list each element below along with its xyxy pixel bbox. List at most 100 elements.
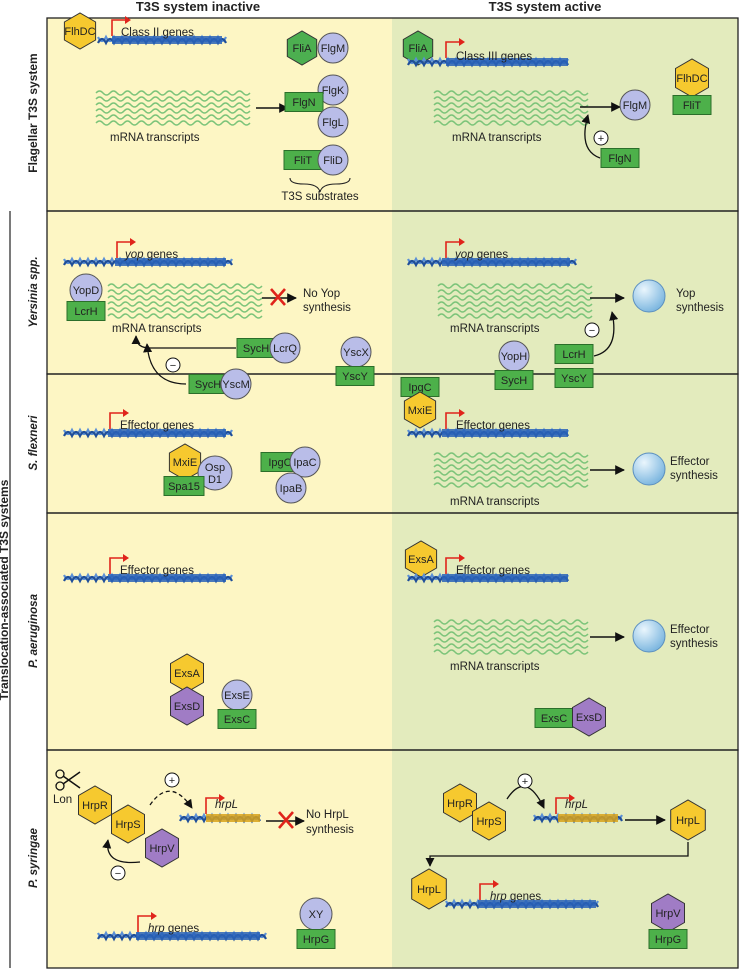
yop-genes-active-italic: yop <box>454 249 474 261</box>
spa15-protein: Spa15 <box>168 481 200 493</box>
mxie-active-protein: MxiE <box>408 405 432 417</box>
pa-synthesis-line2: synthesis <box>670 638 718 650</box>
header-active: T3S system active <box>489 0 602 14</box>
hrpg-active-protein: HrpG <box>655 934 681 946</box>
yop-dna-inactive <box>63 256 233 268</box>
side-label-translocation: Translocation-associated T3S systems <box>0 479 11 700</box>
ospd1-protein-line2: D1 <box>208 474 222 486</box>
yop-genes-active: yop genes <box>454 249 508 261</box>
lcrq-protein-shape <box>269 332 301 364</box>
ipab-protein: IpaB <box>280 483 303 495</box>
hrpr-active-protein-shape <box>443 783 477 823</box>
effector-dna-shigella-inactive <box>63 427 233 439</box>
spa15-protein-shape <box>163 476 205 496</box>
hrpl-active-protein: HrpL <box>676 815 700 827</box>
exsd-active-protein: ExsD <box>576 712 602 724</box>
flgm-active-protein: FlgM <box>623 100 647 112</box>
psyringae-inactive-minus-circle <box>110 865 126 881</box>
flgn-protein: FlgN <box>292 97 315 109</box>
scissors-icon <box>55 769 81 791</box>
flit-protein: FliT <box>294 155 313 167</box>
pa-promoter-inactive <box>109 557 124 574</box>
lcrh-active-protein: LcrH <box>562 349 585 361</box>
side-label-flagellar: Flagellar T3S system <box>26 53 40 172</box>
hrpr-protein-shape <box>78 785 112 825</box>
substrates-brace <box>289 177 351 193</box>
hrp-promoter-active-head <box>493 880 499 888</box>
yop-promoter-active <box>445 241 460 258</box>
hrpl-bound-protein-shape <box>411 868 447 910</box>
hrpl-promoter-active-head <box>569 794 575 802</box>
flhdc-active-protein: FlhDC <box>676 73 707 85</box>
hrpv-active-protein: HrpV <box>655 908 681 920</box>
exsc-protein-shape <box>217 709 257 729</box>
yersinia-no-synthesis-x <box>270 288 286 306</box>
flgk-protein: FlgK <box>322 85 345 97</box>
no-yop-line2: synthesis <box>303 302 351 314</box>
psyringae-inactive-minus: − <box>115 868 121 880</box>
no-yop-line1: No Yop <box>303 288 340 300</box>
class2-promoter <box>111 19 126 36</box>
psyringae-active-plus: + <box>522 776 528 788</box>
org-yersinia: Yersinia spp. <box>28 256 40 327</box>
hrp-genes-inactive-rest: genes <box>165 923 200 935</box>
yop-dna-active <box>407 256 577 268</box>
yop-genes-inactive-italic: yop <box>124 249 144 261</box>
hrpg-active-protein-shape <box>648 929 688 949</box>
hrps-active-protein: HrpS <box>476 816 501 828</box>
flag-active-plus-circle <box>593 130 609 146</box>
pa-active-mrna <box>433 619 589 655</box>
hrpv-protein-shape <box>145 828 179 868</box>
hrp-dna-active <box>445 898 599 910</box>
flit-active-protein-shape <box>672 95 712 115</box>
flgl-protein-shape <box>317 106 349 138</box>
org-pseudomonas: P. aeruginosa <box>28 593 40 668</box>
yersinia-inactive-mrna-label: mRNA transcripts <box>112 323 202 335</box>
flgn-curve-arrow <box>581 114 601 159</box>
flid-protein: FliD <box>323 155 343 167</box>
exsa-protein: ExsA <box>174 668 200 680</box>
shigella-synthesis-line1: Effector <box>670 456 710 468</box>
org-psyringae: P. syringae <box>28 827 40 887</box>
hrpl-gene-inactive: hrpL <box>215 799 238 811</box>
yscy-active-protein-shape <box>554 368 594 388</box>
flhdc-protein: FlhDC <box>64 26 95 38</box>
flgm-active-protein-shape <box>619 89 651 121</box>
yscm-protein: YscM <box>222 379 250 391</box>
shigella-promoter-inactive <box>109 412 124 429</box>
yersinia-active-minus: − <box>589 325 595 337</box>
hrp-promoter-inactive <box>137 915 152 932</box>
flia-active-protein: FliA <box>409 43 429 55</box>
effector-dna-pa-inactive <box>63 572 233 584</box>
hrpg-protein-shape <box>296 929 336 949</box>
pa-synthesis-ball <box>632 619 666 653</box>
effector-dna-pa-active <box>407 572 569 584</box>
hrp-promoter-active <box>479 883 494 900</box>
yop-synthesis-ball <box>632 279 666 313</box>
ospd1-protein-line1: Osp <box>205 462 225 474</box>
yscx-protein: YscX <box>343 347 369 359</box>
mxie-protein: MxiE <box>173 457 197 469</box>
yersinia-active-minus-circle <box>584 322 600 338</box>
ipac-protein: IpaC <box>293 457 316 469</box>
shigella-active-mrna-label: mRNA transcripts <box>450 496 540 508</box>
flag-active-mrna-label: mRNA transcripts <box>452 132 542 144</box>
pa-promoter-active <box>445 557 460 574</box>
class3-promoter-head <box>459 38 465 46</box>
flgn-active-protein-shape <box>600 148 640 168</box>
panel-borders <box>46 17 739 969</box>
flit-active-protein: FliT <box>683 100 702 112</box>
flhdc-protein-shape <box>63 12 97 50</box>
yersinia-active-mrna-label: mRNA transcripts <box>450 323 540 335</box>
mxie-active-protein-shape <box>403 391 437 429</box>
shigella-promoter-active <box>445 412 460 429</box>
flgn-protein-shape <box>284 92 324 112</box>
exsd-protein-shape <box>170 686 204 726</box>
hrpl-promoter-inactive-head <box>219 794 225 802</box>
org-shigella: S. flexneri <box>28 415 40 471</box>
yersinia-inactive-minus-circle <box>165 357 181 373</box>
shigella-synthesis-ball <box>632 452 666 486</box>
hrp-genes-active-italic: hrp <box>490 891 507 903</box>
ospd1-protein-shape <box>197 455 233 491</box>
t3s-substrates-label: T3S substrates <box>281 191 359 203</box>
